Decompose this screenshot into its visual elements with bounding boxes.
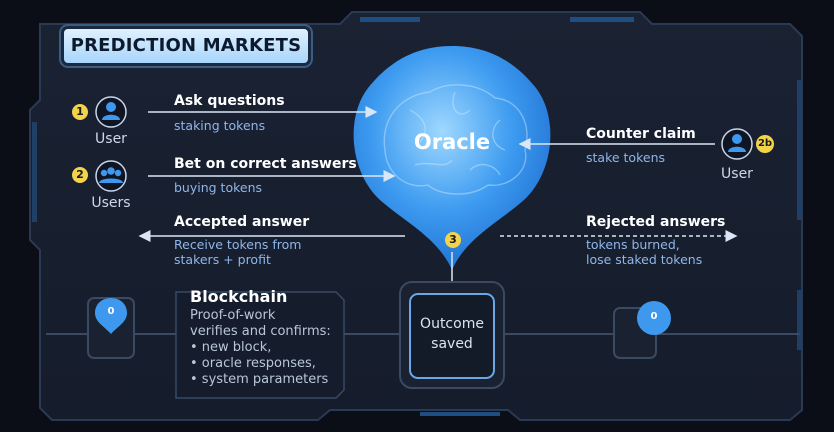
outcome-saved-label: Outcome saved (404, 314, 500, 354)
rejected-answers-sub-1: tokens burned, (586, 237, 680, 252)
frame-accent-top-right (570, 17, 634, 22)
accepted-answer-title: Accepted answer (174, 214, 310, 230)
actor-user-right: User (721, 166, 753, 182)
blockchain-line-2: verifies and confirms: (190, 324, 331, 339)
step-3-number: 3 (449, 233, 457, 246)
actor-user-left: User (95, 131, 127, 147)
counter-claim-sub: stake tokens (586, 150, 665, 165)
step-2b-number: 2b (757, 138, 773, 149)
outcome-line-1: Outcome (420, 316, 484, 332)
bet-sub: buying tokens (174, 180, 263, 195)
rejected-answers-title: Rejected answers (586, 214, 726, 230)
counter-claim-title: Counter claim (586, 126, 696, 142)
blockchain-line-5: • system parameters (190, 372, 329, 387)
blockchain-title: Blockchain (190, 287, 288, 306)
frame-accent-left (32, 122, 37, 222)
badge-2b (756, 135, 774, 153)
accepted-answer-sub-2: stakers + profit (174, 252, 271, 267)
frame-accent-right-lower (797, 290, 802, 350)
accepted-answer-sub-1: Receive tokens from (174, 237, 302, 252)
blockchain-line-3: • new block, (190, 340, 272, 355)
oracle-bubble (353, 46, 551, 270)
badge-2 (72, 167, 88, 183)
left-node-drop (95, 298, 127, 334)
outcome-line-2: saved (431, 336, 473, 352)
badge-3 (445, 232, 461, 248)
badge-1 (72, 104, 88, 120)
actor-users-left: Users (91, 195, 131, 211)
users-icon (95, 160, 127, 192)
title-box: PREDICTION MARKETS (64, 29, 308, 63)
page-title: PREDICTION MARKETS (70, 35, 302, 56)
left-node-value: 0 (107, 306, 115, 317)
frame-accent-bottom (420, 412, 500, 416)
user-icon (95, 96, 127, 128)
blockchain-line-4: • oracle responses, (190, 356, 316, 371)
step-1-number: 1 (76, 105, 84, 118)
ask-questions-sub: staking tokens (174, 118, 266, 133)
ask-questions-title: Ask questions (174, 93, 285, 109)
right-node-drop (637, 301, 671, 335)
frame-accent-right (797, 80, 802, 220)
user-icon-right (721, 128, 753, 160)
step-2-number: 2 (76, 168, 84, 181)
right-node-value: 0 (650, 311, 658, 322)
frame-accent-top (360, 17, 420, 22)
rejected-answers-sub-2: lose staked tokens (586, 252, 703, 267)
bet-title: Bet on correct answers (174, 156, 357, 172)
outcome-block-inner (409, 293, 495, 379)
blockchain-box (175, 291, 345, 399)
blockchain-line-1: Proof-of-work (190, 308, 276, 323)
oracle-label: Oracle (413, 130, 491, 154)
